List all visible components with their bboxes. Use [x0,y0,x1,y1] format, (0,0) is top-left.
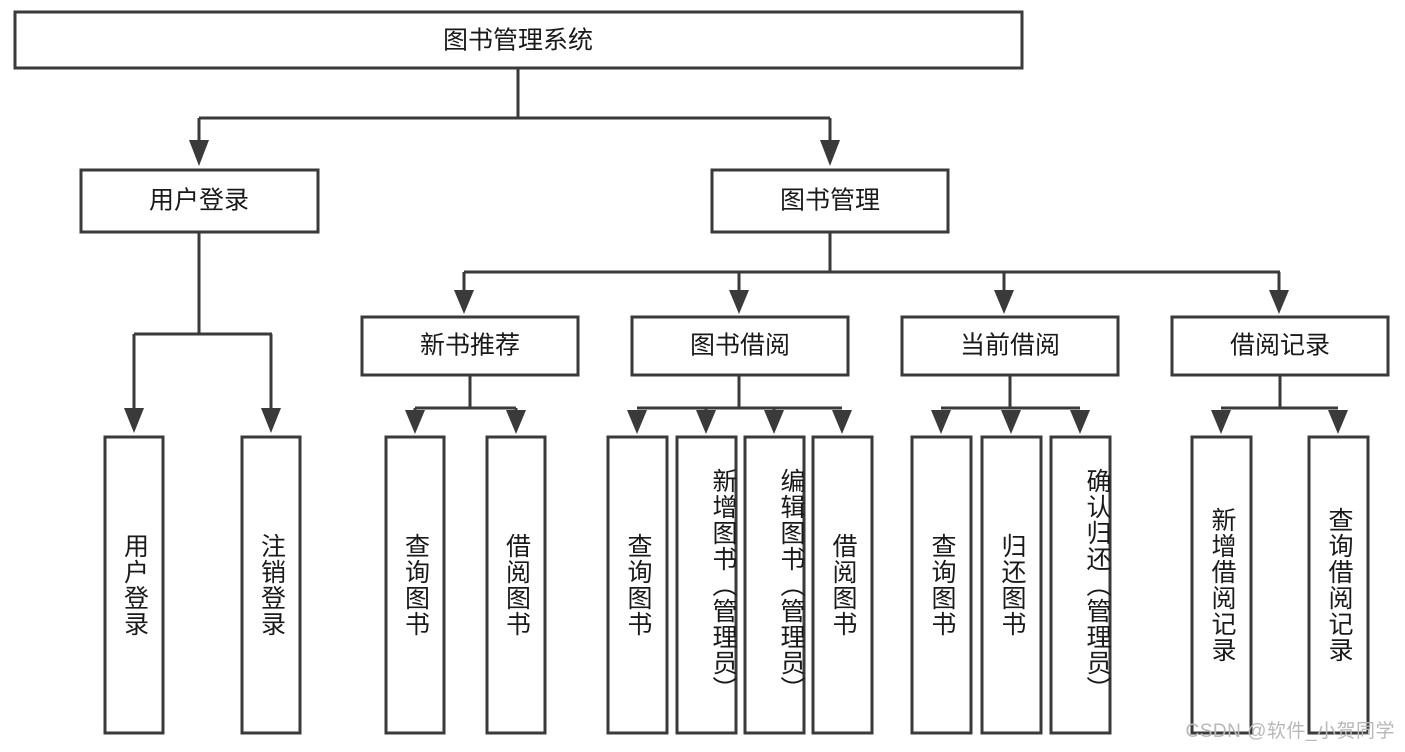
connector-group-book-borrow [627,375,852,434]
arrow-head-icon [729,290,749,314]
leaf-box-return-book[interactable] [980,435,1043,735]
leaf-box-borrow-book[interactable] [811,435,874,735]
arrow-head-icon [124,408,144,433]
connector-group-user-login [124,232,281,433]
node-borrow-record-box[interactable] [1170,315,1390,377]
leaf-box-query-book-newrec[interactable] [384,435,446,735]
node-current-borrow-label: 当前借阅 [960,332,1060,360]
arrow-head-icon [1070,410,1090,434]
node-current-borrow-box[interactable] [900,315,1120,377]
connector-group-root [189,68,840,166]
node-new-book-recommend[interactable]: 新书推荐 [360,315,580,377]
leaf-box-add-borrow-record[interactable] [1190,435,1253,735]
node-borrow-record[interactable]: 借阅记录 [1170,315,1390,377]
node-book-borrow-box[interactable] [630,315,850,377]
leaf-box-confirm-return-admin[interactable] [1049,435,1112,735]
leaf-box-user-login[interactable] [103,435,165,735]
leaf-box-query-book-borrow[interactable] [606,435,669,735]
leaf-box-query-borrow-record[interactable] [1307,435,1370,735]
node-book-management[interactable]: 图书管理 [710,168,950,234]
connector-group-current-borrow [931,375,1090,434]
node-root-label: 图书管理系统 [443,27,593,55]
leaf-box-group [103,435,1370,735]
node-current-borrow[interactable]: 当前借阅 [900,315,1120,377]
connector-group-book-management [454,232,1289,314]
node-book-management-box[interactable] [710,168,950,234]
leaf-box-edit-book-admin[interactable] [743,435,806,735]
arrow-head-icon [454,290,474,314]
csdn-watermark: CSDN @软件_小贺同学 [1185,721,1395,742]
node-user-login-box[interactable] [79,168,320,234]
arrow-head-icon [931,410,951,434]
connector-group-borrow-record [1211,375,1348,434]
leaf-box-query-book-current[interactable] [910,435,973,735]
node-root-box[interactable] [13,10,1024,70]
arrow-head-icon [1211,410,1231,434]
leaf-box-logout[interactable] [240,435,302,735]
connector-group-new-book [405,375,526,434]
node-user-login-label: 用户登录 [149,187,249,215]
arrow-head-icon [506,410,526,434]
node-user-login[interactable]: 用户登录 [79,168,320,234]
arrow-head-icon [189,140,209,166]
arrow-head-icon [994,290,1014,314]
arrow-head-icon [261,408,281,433]
leaf-box-add-book-admin[interactable] [675,435,738,735]
arrow-head-icon [1328,410,1348,434]
arrow-head-icon [627,410,647,434]
node-book-management-label: 图书管理 [780,187,880,215]
node-new-book-recommend-label: 新书推荐 [420,332,520,360]
arrow-head-icon [696,410,716,434]
node-new-book-recommend-box[interactable] [360,315,580,377]
node-book-borrow-label: 图书借阅 [690,332,790,360]
arrow-head-icon [405,410,425,434]
node-borrow-record-label: 借阅记录 [1230,332,1330,360]
arrow-head-icon [764,410,784,434]
arrow-head-icon [1269,290,1289,314]
arrow-head-icon [820,140,840,166]
arrow-head-icon [1001,410,1021,434]
node-book-borrow[interactable]: 图书借阅 [630,315,850,377]
leaf-box-borrow-book-newrec[interactable] [485,435,547,735]
node-root[interactable]: 图书管理系统 [13,10,1024,70]
arrow-head-icon [832,410,852,434]
